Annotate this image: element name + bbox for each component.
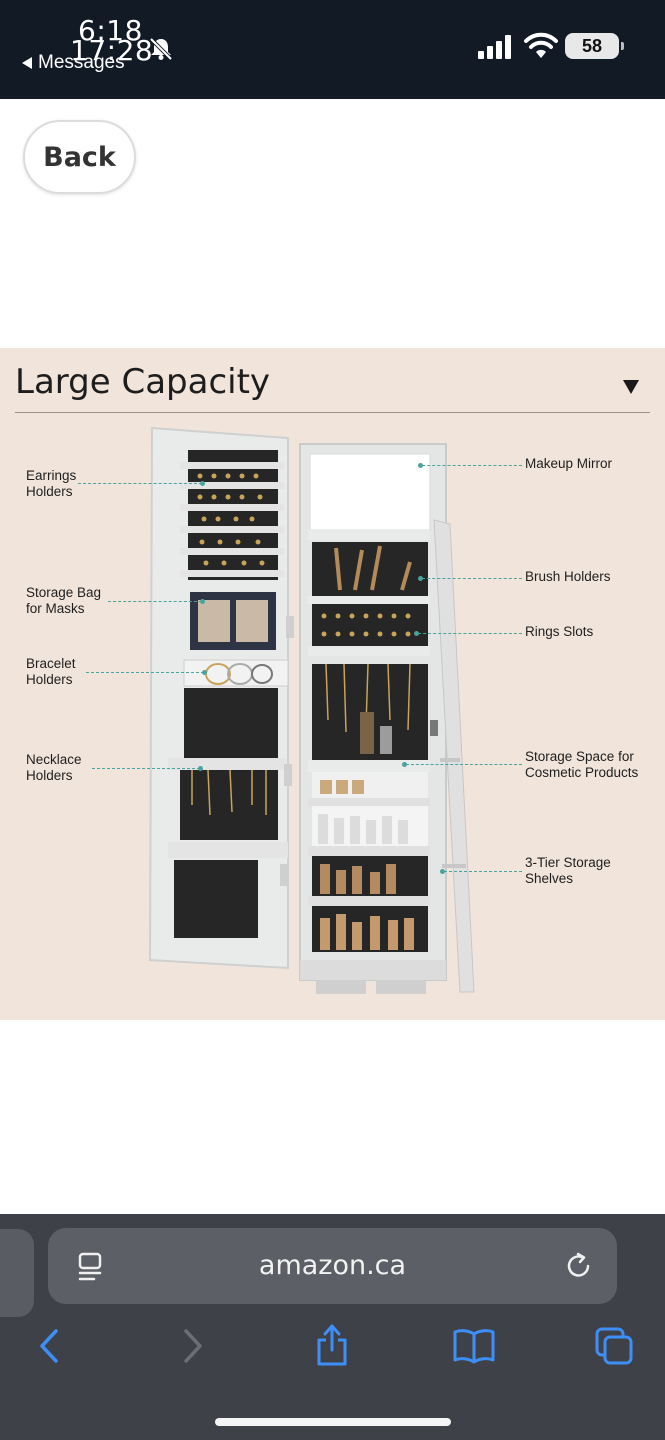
page-menu-icon[interactable] <box>76 1252 104 1282</box>
dot-brush-holders <box>418 576 423 581</box>
collapse-triangle-icon[interactable] <box>623 380 639 394</box>
callout-storage-space: Storage Space for Cosmetic Products <box>525 749 639 780</box>
back-arrow-icon <box>22 57 32 69</box>
callout-earrings-holders: Earrings Holders <box>26 468 77 499</box>
callout-makeup-mirror: Makeup Mirror <box>525 456 613 471</box>
wifi-icon <box>524 32 558 58</box>
browser-toolbar: amazon.ca <box>0 1214 665 1440</box>
cellular-signal-icon <box>478 35 511 59</box>
reload-icon[interactable] <box>564 1251 594 1281</box>
jewelry-cabinet-image <box>148 426 475 994</box>
share-icon[interactable] <box>314 1322 350 1368</box>
dot-makeup-mirror <box>418 463 423 468</box>
callout-shelves: 3-Tier Storage Shelves <box>525 855 611 886</box>
home-indicator <box>215 1418 451 1426</box>
previous-tab-preview[interactable] <box>0 1229 34 1317</box>
status-bar: 6:18 17:28 Messages 58 <box>0 0 665 99</box>
callout-bracelet-holders: Bracelet Holders <box>26 656 76 687</box>
leader-necklace <box>92 768 200 769</box>
leader-storage-space <box>406 764 522 765</box>
battery-level: 58 <box>581 36 603 56</box>
leader-brush-holders <box>422 578 522 579</box>
bell-muted-icon <box>149 37 173 61</box>
callout-storage-bag: Storage Bag for Masks <box>26 585 102 616</box>
tabs-icon[interactable] <box>594 1326 634 1366</box>
dot-bracelet <box>202 670 207 675</box>
back-app-label: Messages <box>38 52 125 73</box>
status-time-primary: 6:18 <box>78 14 143 47</box>
title-divider <box>15 412 650 413</box>
back-to-messages-link[interactable]: Messages <box>22 52 125 74</box>
callout-brush-holders: Brush Holders <box>525 569 611 584</box>
dot-storage-bag <box>200 599 205 604</box>
leader-earrings <box>78 483 202 484</box>
panel-title: Large Capacity <box>15 362 271 402</box>
dot-rings-slots <box>414 631 419 636</box>
dot-necklace <box>198 766 203 771</box>
leader-makeup-mirror <box>422 465 522 466</box>
dot-shelves <box>440 869 445 874</box>
url-text[interactable]: amazon.ca <box>258 1250 407 1281</box>
back-button[interactable]: Back <box>23 120 136 194</box>
leader-bracelet <box>86 672 204 673</box>
forward-chevron-icon[interactable] <box>180 1328 206 1364</box>
bookmarks-icon[interactable] <box>452 1328 496 1364</box>
dot-earrings <box>200 481 205 486</box>
leader-shelves <box>444 871 522 872</box>
address-bar[interactable]: amazon.ca <box>48 1228 617 1304</box>
battery-icon: 58 <box>565 33 624 59</box>
back-chevron-icon[interactable] <box>36 1328 62 1364</box>
dot-storage-space <box>402 762 407 767</box>
leader-rings-slots <box>418 633 522 634</box>
leader-storage-bag <box>108 601 202 602</box>
callout-rings-slots: Rings Slots <box>525 624 594 639</box>
status-time-secondary: 17:28 <box>70 34 154 67</box>
callout-necklace-holders: Necklace Holders <box>26 752 82 783</box>
